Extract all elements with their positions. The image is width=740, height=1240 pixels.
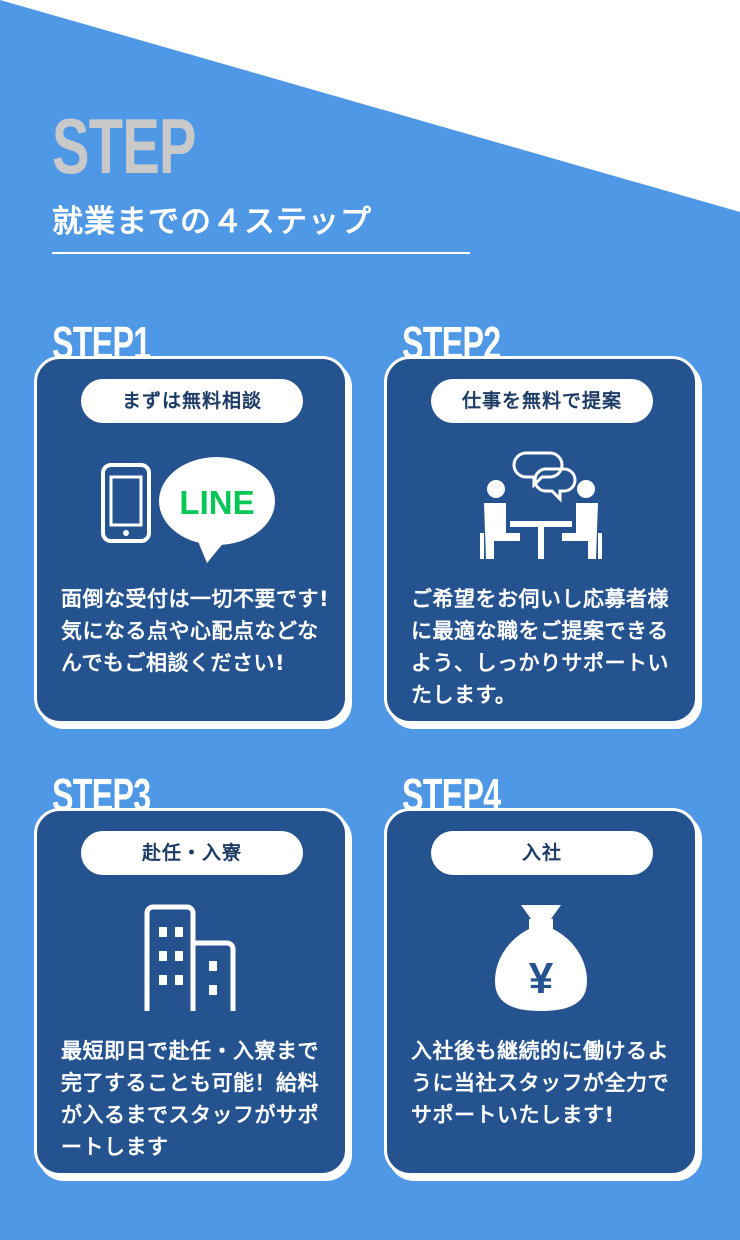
step-2-card: 仕事を無料で提案 ご希望をお伺いし応募者様に最適な職をご提案できるよう、しっかり… <box>384 356 698 724</box>
page-heading: STEP <box>52 102 197 190</box>
step-4-description: 入社後も継続的に働けるように当社スタッフが全力でサポートいたします! <box>411 1039 669 1127</box>
step-4-card: 入社 ¥ 入社後も継続的に働けるように当社スタッフが全力でサポートいたします! <box>384 808 698 1176</box>
building-icon <box>37 903 345 1015</box>
step-2-description: ご希望をお伺いし応募者様に最適な職をご提案できるよう、しっかりサポートいたします… <box>411 587 669 707</box>
meeting-consultation-icon <box>387 451 695 563</box>
step-1-title: まずは無料相談 <box>81 379 303 423</box>
step-1-card: まずは無料相談 LINE 面倒な受付は一切不要です!気になる点や心配点などなんで… <box>34 356 348 724</box>
page-subtitle: 就業までの４ステップ <box>52 200 470 254</box>
step-3-card: 赴任・入寮 最短即日で赴任・入寮まで完了することも可能！給料が入るまでスタッフが… <box>34 808 348 1176</box>
step-1-description: 面倒な受付は一切不要です!気になる点や心配点などなんでもご相談ください! <box>61 587 330 675</box>
line-logo-text: LINE <box>179 484 254 521</box>
smartphone-line-icon: LINE <box>37 451 345 563</box>
step-2-title: 仕事を無料で提案 <box>431 379 653 423</box>
step-3-description: 最短即日で赴任・入寮まで完了することも可能！給料が入るまでスタッフがサポートしま… <box>61 1039 319 1159</box>
step-4-title: 入社 <box>431 831 653 875</box>
money-bag-yen-icon: ¥ <box>387 903 695 1015</box>
yen-symbol: ¥ <box>529 954 554 1003</box>
step-3-title: 赴任・入寮 <box>81 831 303 875</box>
